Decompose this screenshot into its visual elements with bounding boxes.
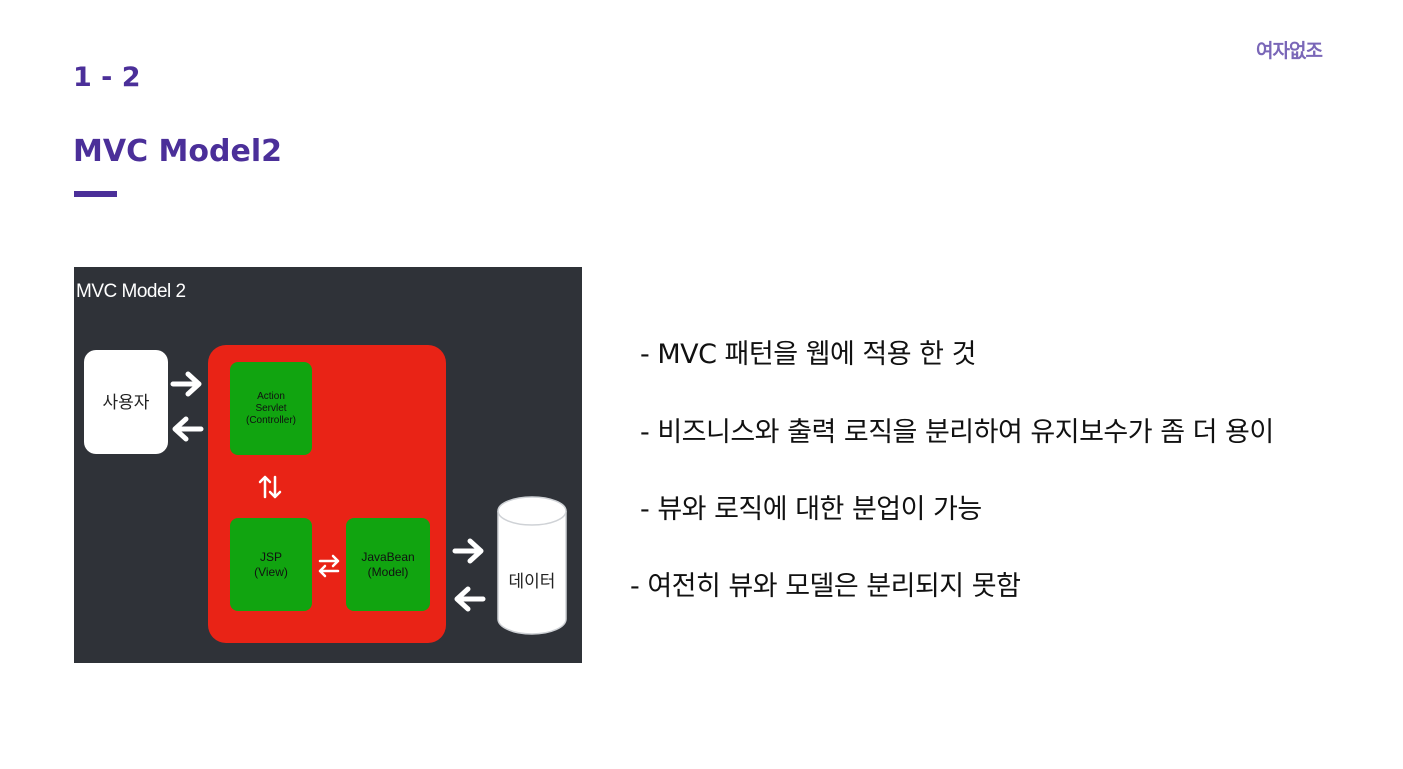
- section-number: 1 - 2: [73, 62, 141, 93]
- bullet-item: - MVC 패턴을 웹에 적용 한 것: [640, 339, 976, 370]
- arrow-right-icon: [170, 371, 202, 397]
- arrow-right-icon: [452, 538, 484, 564]
- title-underline: [74, 191, 117, 197]
- view-label-line1: JSP: [259, 550, 282, 565]
- bullet-item: - 뷰와 로직에 대한 분업이 가능: [640, 494, 982, 525]
- controller-label-line1: Action: [257, 390, 285, 402]
- controller-label-line3: (Controller): [245, 414, 296, 426]
- bullet-item: - 여전히 뷰와 모델은 분리되지 못함: [630, 571, 1021, 602]
- bullet-item: - 비즈니스와 출력 로직을 분리하여 유지보수가 좀 더 용이: [640, 417, 1274, 448]
- model-label-line2: (Model): [367, 564, 409, 579]
- updown-arrows-icon: [258, 475, 282, 499]
- user-label: 사용자: [102, 393, 150, 413]
- page-title: MVC Model2: [73, 134, 282, 169]
- view-label-line2: (View): [254, 564, 288, 579]
- user-node: 사용자: [84, 350, 168, 454]
- brand-logo-text: 여자없조: [1256, 40, 1323, 62]
- diagram-title: MVC Model 2: [76, 281, 186, 302]
- controller-label-line2: Servlet: [255, 402, 287, 414]
- exchange-arrows-icon: [318, 554, 340, 578]
- mvc-diagram: MVC Model 2 사용자 Action Servlet (Controll…: [74, 267, 582, 663]
- arrow-left-icon: [454, 586, 486, 612]
- arrow-left-icon: [172, 416, 204, 442]
- model-label-line1: JavaBean: [361, 550, 415, 565]
- database-icon: [497, 496, 567, 635]
- database-label: 데이터: [508, 572, 556, 592]
- model-node: JavaBean (Model): [346, 518, 430, 611]
- view-node: JSP (View): [230, 518, 312, 611]
- controller-node: Action Servlet (Controller): [230, 362, 312, 455]
